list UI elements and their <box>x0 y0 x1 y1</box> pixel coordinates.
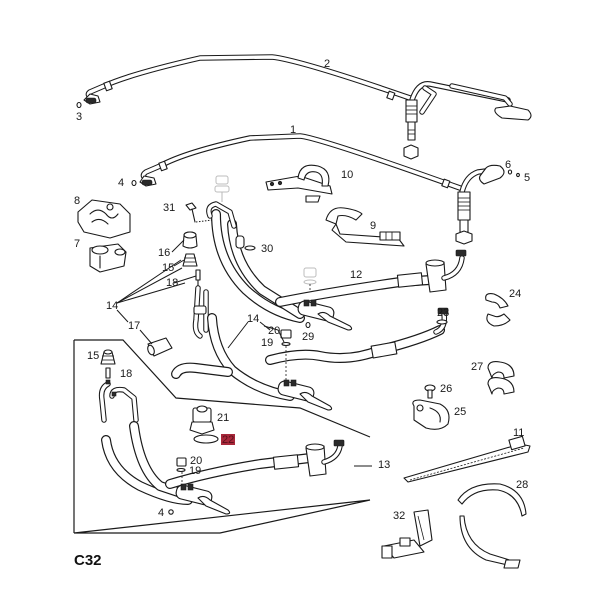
label-11: 11 <box>513 427 524 439</box>
pipe-2[interactable] <box>83 54 532 160</box>
label-29: 29 <box>302 331 314 343</box>
label-8: 8 <box>74 195 80 207</box>
seal-ring-22[interactable] <box>193 434 219 444</box>
ghost-cap-12 <box>303 267 317 300</box>
valve-core-18-detail[interactable] <box>105 367 111 379</box>
detail-frame <box>73 339 371 534</box>
seal-4-detail[interactable] <box>168 509 174 515</box>
seal-3[interactable] <box>76 101 82 109</box>
cap-20-detail[interactable] <box>176 457 187 467</box>
label-2: 2 <box>324 58 330 70</box>
label-26: 26 <box>440 383 452 395</box>
label-16: 16 <box>158 247 170 259</box>
hose-assembly-13[interactable] <box>98 379 345 515</box>
pressure-switch-21[interactable] <box>189 405 215 435</box>
label-19-detail: 19 <box>189 465 201 477</box>
label-1: 1 <box>290 124 296 136</box>
label-5: 5 <box>524 172 530 184</box>
label-20-detail: 20 <box>190 455 202 467</box>
label-19-upper: 19 <box>261 337 273 349</box>
hose-assembly-14[interactable] <box>171 285 449 411</box>
label-13: 13 <box>378 459 390 471</box>
highlight-22-box <box>221 434 235 445</box>
seal-23[interactable] <box>436 319 448 325</box>
label-15-detail: 15 <box>87 350 99 362</box>
strap-28[interactable] <box>457 483 527 569</box>
label-18-detail: 18 <box>120 368 132 380</box>
ghost-cap-upper <box>214 175 230 202</box>
cable-tie-11[interactable] <box>403 435 531 483</box>
label-4-detail: 4 <box>158 507 164 519</box>
clamp-block-7[interactable] <box>89 243 127 273</box>
clamp-block-8[interactable] <box>77 199 131 239</box>
pipe-1[interactable] <box>139 133 505 245</box>
label-17: 17 <box>128 320 140 332</box>
label-24: 24 <box>509 288 521 300</box>
seal-5[interactable] <box>516 172 520 178</box>
callout-labels: 2 3 1 4 6 5 10 8 31 9 7 16 30 15 12 18 2… <box>74 58 530 569</box>
label-15-upper: 15 <box>162 262 174 274</box>
cap-20-upper[interactable] <box>280 329 292 339</box>
label-7: 7 <box>74 238 80 250</box>
label-3: 3 <box>76 111 82 123</box>
label-18-upper: 18 <box>166 277 178 289</box>
label-23: 23 <box>437 307 449 319</box>
clamp-25[interactable] <box>412 399 450 430</box>
label-14-left: 14 <box>106 300 118 312</box>
label-25: 25 <box>454 406 466 418</box>
label-21: 21 <box>217 412 229 424</box>
label-22[interactable]: 22 <box>222 434 234 446</box>
screw-26[interactable] <box>424 384 436 399</box>
cap-16[interactable] <box>182 231 198 249</box>
bracket-9[interactable] <box>325 207 405 247</box>
label-12: 12 <box>350 269 362 281</box>
seal-30[interactable] <box>244 245 256 251</box>
diagram-code: C32 <box>74 552 102 569</box>
pipe-clip-27[interactable] <box>487 361 515 395</box>
pipe-clip-24[interactable] <box>485 293 511 327</box>
dust-cap-15-upper[interactable] <box>182 253 198 267</box>
seal-29[interactable] <box>305 321 311 329</box>
seal-4-upper[interactable] <box>131 179 137 187</box>
seal-19-upper[interactable] <box>281 341 291 347</box>
label-4-upper: 4 <box>118 177 124 189</box>
label-28: 28 <box>516 479 528 491</box>
label-31: 31 <box>163 202 175 214</box>
sleeve-17[interactable] <box>146 337 173 357</box>
bolt-31[interactable] <box>185 202 213 223</box>
hose-assembly-12[interactable] <box>206 201 467 331</box>
holder-32[interactable] <box>381 509 433 559</box>
label-30: 30 <box>261 243 273 255</box>
label-14-middle: 14 <box>247 313 259 325</box>
label-32: 32 <box>393 510 405 522</box>
bracket-10[interactable] <box>265 164 333 203</box>
seal-6[interactable] <box>507 169 513 175</box>
seal-19-detail[interactable] <box>176 467 186 473</box>
label-9: 9 <box>370 220 376 232</box>
label-27: 27 <box>471 361 483 373</box>
leader-lines <box>116 239 372 467</box>
dust-cap-15-detail[interactable] <box>100 349 116 365</box>
label-20-upper: 20 <box>268 325 280 337</box>
label-10: 10 <box>341 169 353 181</box>
label-6: 6 <box>505 159 511 171</box>
